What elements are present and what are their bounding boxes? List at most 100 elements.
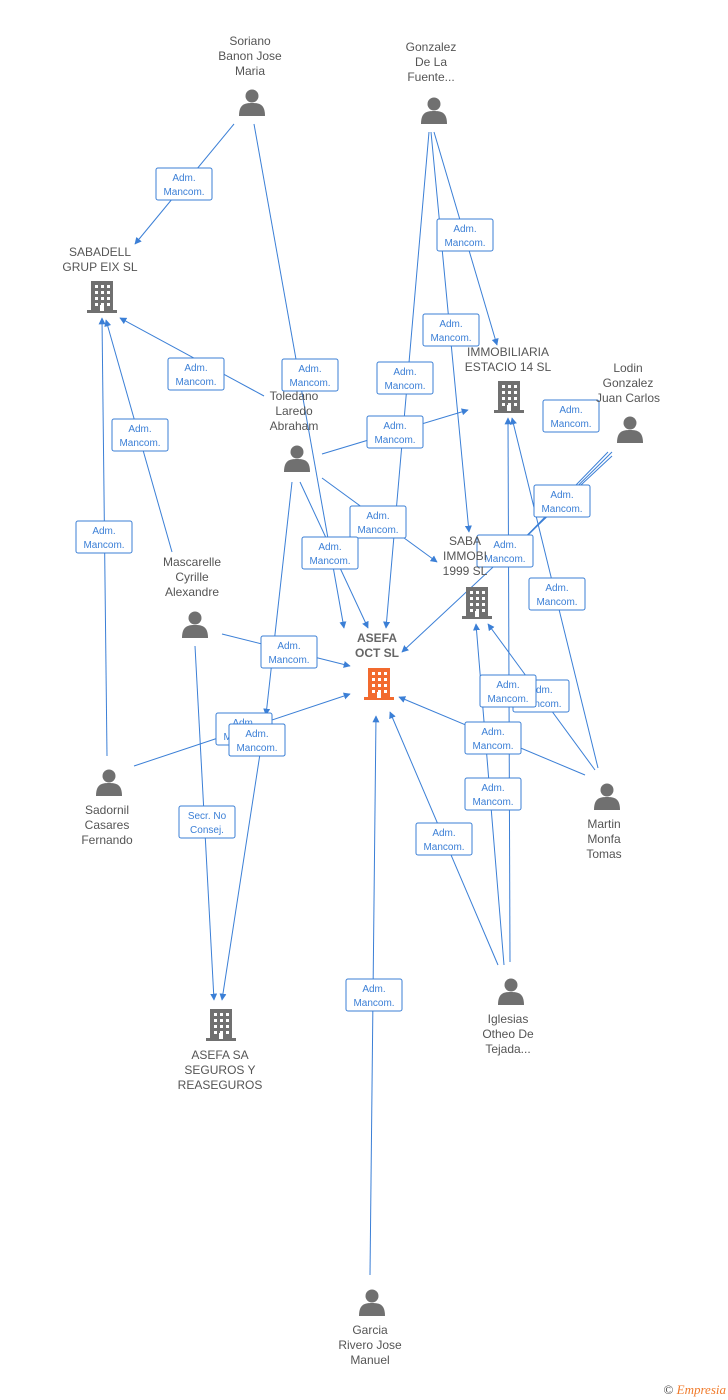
edge-label-box — [533, 484, 591, 518]
edge-label-e1[interactable]: Adm.Mancom. — [155, 167, 213, 201]
building-icon — [206, 1009, 236, 1041]
node-label-line: SABADELL — [69, 245, 131, 259]
node-label-line: Manuel — [350, 1353, 389, 1367]
edge-label-text: Mancom. — [309, 556, 350, 567]
edge-label-text: Mancom. — [175, 377, 216, 388]
edge-label-e26[interactable]: Adm. Mancom. — [542, 399, 600, 433]
node-label-line: ESTACIO 14 SL — [465, 360, 552, 374]
edge-label-e21[interactable]: Adm.Mancom. — [479, 674, 537, 708]
edge-label-text: Mancom. — [472, 797, 513, 808]
node-label-line: Tomas — [586, 847, 621, 861]
edge-label-e18[interactable]: Adm.Mancom. — [528, 577, 586, 611]
edge-label-text: Adm. — [362, 984, 385, 995]
node-label-line: Abraham — [270, 419, 319, 433]
edge-label-text: Mancom. — [520, 699, 561, 710]
edge-label-e15[interactable]: Adm.Mancom. — [228, 723, 286, 757]
edge-label-text: Adm. — [432, 828, 455, 839]
person-icon — [182, 611, 208, 638]
edge-label-box — [301, 536, 359, 570]
edge-label-e9[interactable]: Adm. Mancom. — [301, 536, 359, 570]
edge-label-box — [260, 635, 318, 669]
node-label-line: Gonzalez — [603, 376, 654, 390]
edge-label-text: Adm. — [245, 729, 268, 740]
edge-label-text: Consej. — [190, 825, 224, 836]
edge-label-text: Mancom. — [444, 238, 485, 249]
edge-label-e7[interactable]: Adm.Mancom. — [167, 357, 225, 391]
edge-label-text: Mancom. — [353, 998, 394, 1009]
edge-label-box — [228, 723, 286, 757]
node-label-line: Rivero Jose — [338, 1338, 402, 1352]
copyright-symbol: © — [663, 1382, 674, 1397]
edge-label-e11[interactable]: Adm.Mancom. — [75, 520, 133, 554]
edge-label-text: Adm. — [559, 405, 582, 416]
node-label-line: SEGUROS Y — [184, 1063, 255, 1077]
edge-label-text: Adm. — [481, 783, 504, 794]
edge-label-e22[interactable]: Adm. Mancom. — [464, 777, 522, 811]
edge-label-e4[interactable]: Adm.Mancom. — [436, 218, 494, 252]
node-label-line: De La — [415, 55, 447, 69]
edge-label-box — [366, 415, 424, 449]
edge-label-e3[interactable]: Adm.Mancom. — [422, 313, 480, 347]
edge-label-box — [178, 805, 236, 839]
node-label-line: Laredo — [275, 404, 313, 418]
edge-label-e23[interactable]: Adm. Mancom. — [415, 822, 473, 856]
edge-label-e25[interactable]: Adm. Mancom. — [345, 978, 403, 1012]
edge-label-e20[interactable]: Adm.Mancom. — [464, 721, 522, 755]
node-label-line: Soriano — [229, 34, 271, 48]
node-label-line: Mascarelle — [163, 555, 221, 569]
edge-label-text: Mancom. — [268, 655, 309, 666]
node-label-line: Casares — [85, 818, 130, 832]
person-icon — [498, 978, 524, 1005]
edge-label-e10[interactable]: Adm. Mancom. — [111, 418, 169, 452]
node-label-line: Monfa — [587, 832, 621, 846]
person-icon — [239, 89, 265, 116]
edge-label-text: Mancom. — [374, 435, 415, 446]
edge-label-text: Adm. — [366, 511, 389, 522]
node-label-line: Garcia — [352, 1323, 388, 1337]
edge-label-text: Mancom. — [423, 842, 464, 853]
edge-label-box — [542, 399, 600, 433]
edge-label-text: Adm. — [318, 542, 341, 553]
edge-label-e12[interactable]: Adm.Mancom. — [260, 635, 318, 669]
edge-label-e5[interactable]: Adm.Mancom. — [376, 361, 434, 395]
edge-label-box — [376, 361, 434, 395]
person-icon — [594, 783, 620, 810]
edge-label-e6[interactable]: Adm.Mancom. — [366, 415, 424, 449]
edge-label-e17[interactable]: Adm.Mancom. — [533, 484, 591, 518]
edge-label-text: Adm. — [529, 685, 552, 696]
building-icon — [462, 587, 492, 619]
node-label-line: REASEGUROS — [178, 1078, 263, 1092]
edge-label-text: Mancom. — [119, 438, 160, 449]
edge-label-e8[interactable]: Adm.Mancom. — [349, 505, 407, 539]
edge-line-e15-0 — [219, 714, 267, 1001]
edge-label-e2[interactable]: Adm.Mancom. — [281, 358, 339, 392]
node-label-line: GRUP EIX SL — [62, 260, 137, 274]
edge-label-text: Adm. — [92, 526, 115, 537]
node-label-line: Banon Jose — [218, 49, 282, 63]
edge-label-text: Mancom. — [487, 694, 528, 705]
edge-line-e7-0 — [119, 317, 265, 397]
edge-label-e16[interactable]: Adm.Mancom. — [476, 534, 534, 568]
edge-line-e14-0 — [263, 481, 293, 716]
edge-label-text: Mancom. — [550, 419, 591, 430]
edge-label-text: Mancom. — [472, 741, 513, 752]
edge-label-box — [464, 721, 522, 755]
node-label-line: Otheo De — [482, 1027, 534, 1041]
brand-logo: Empresia — [676, 1382, 726, 1397]
edge-label-text: Adm. — [128, 424, 151, 435]
